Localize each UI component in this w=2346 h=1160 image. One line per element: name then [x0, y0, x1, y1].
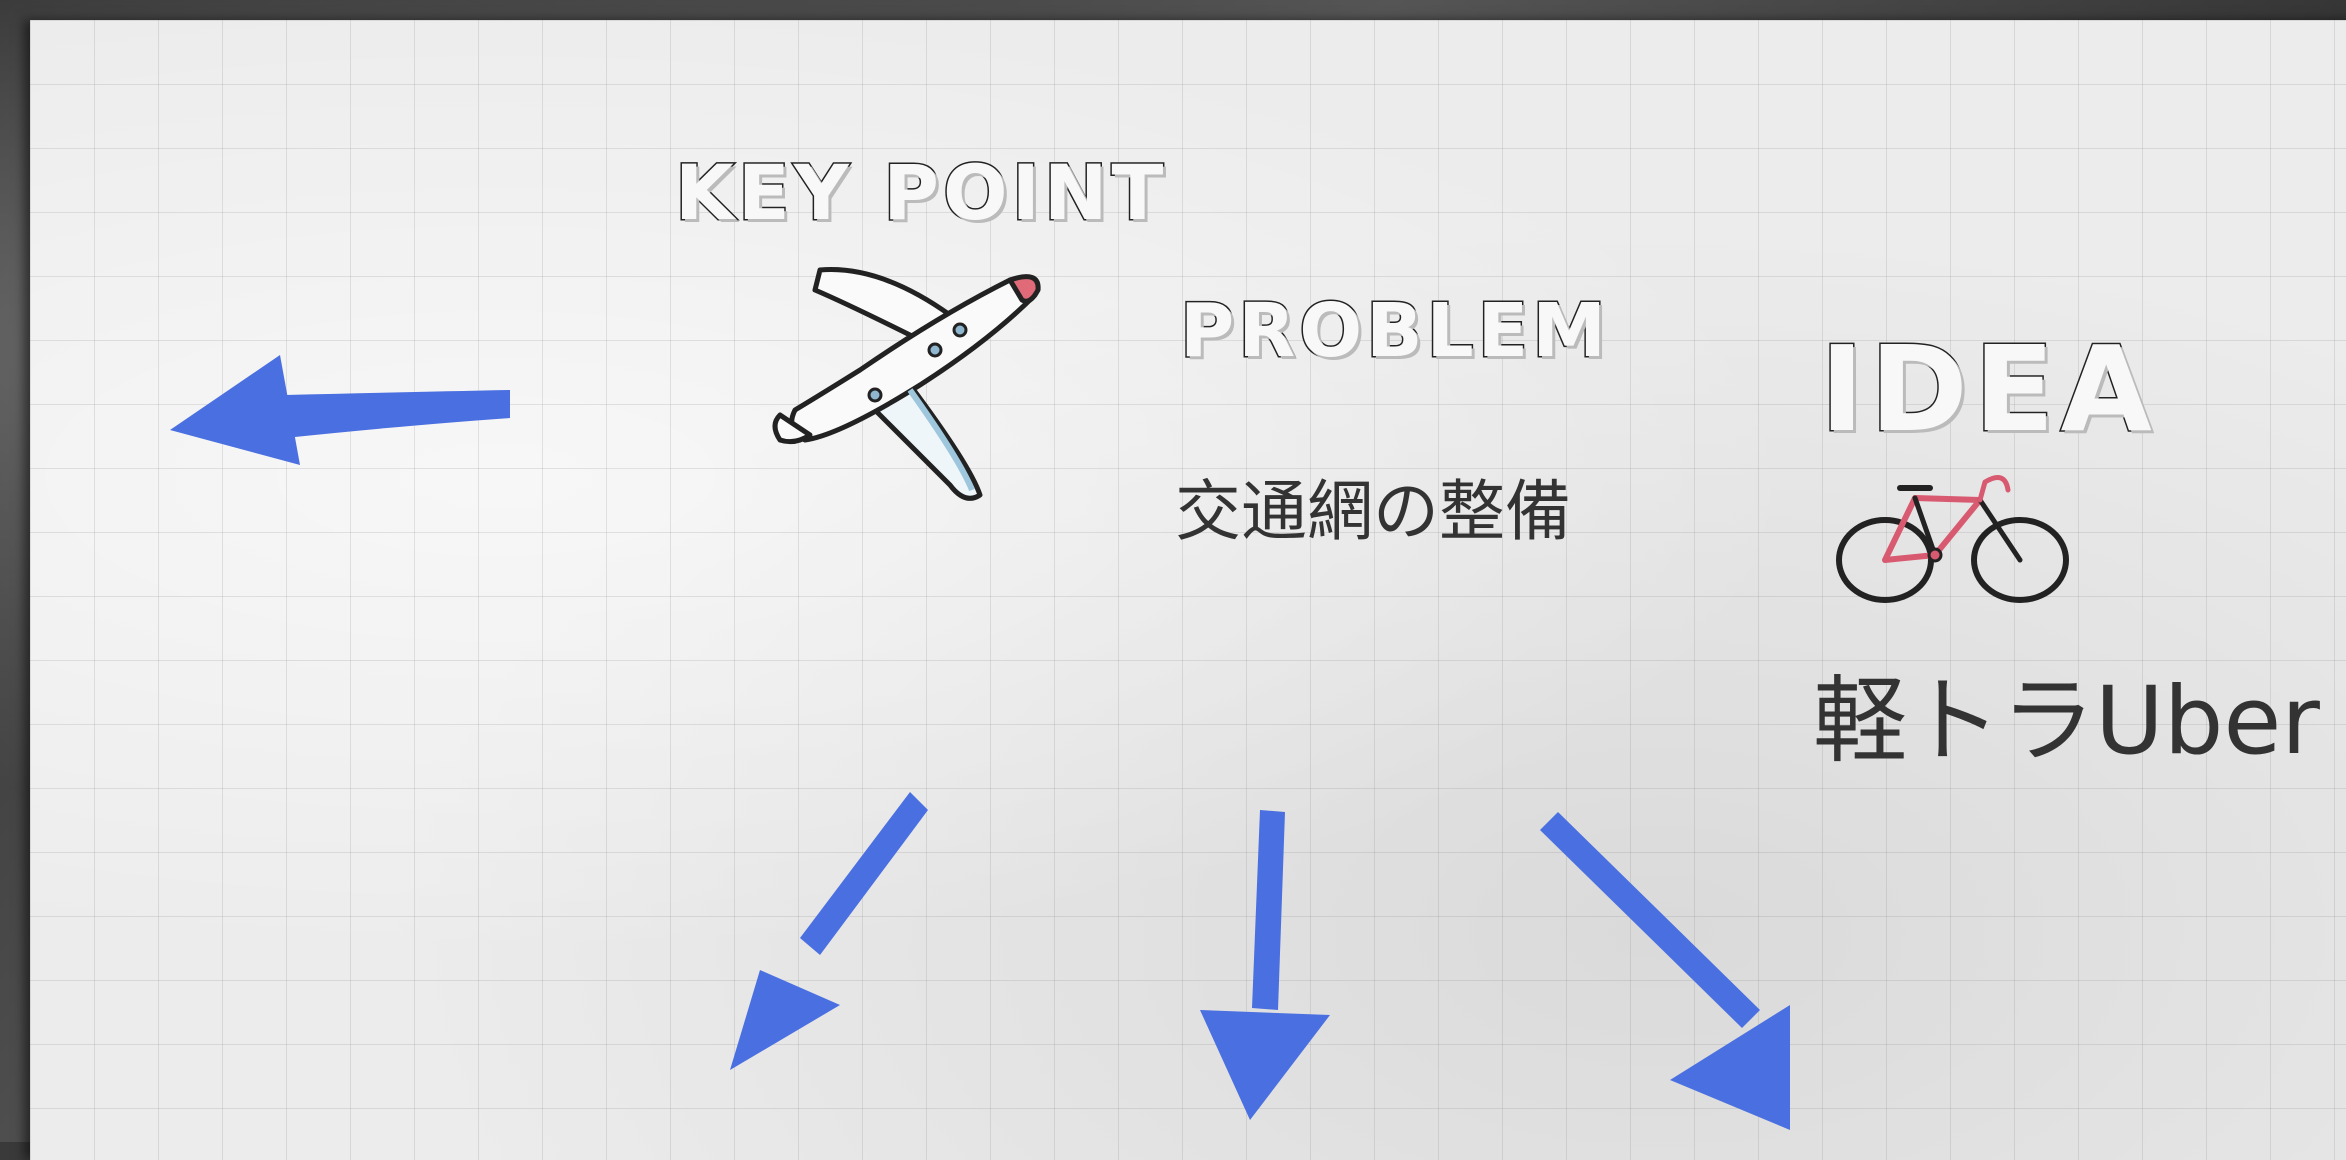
arrow-down-left-icon — [730, 792, 928, 1070]
problem-heading: PROBLEM — [1179, 287, 1610, 376]
arrow-down-icon — [1200, 810, 1330, 1120]
airplane-icon — [772, 267, 1041, 501]
arrow-down-right-icon — [1540, 812, 1790, 1130]
airplane-nose — [1007, 274, 1041, 304]
problem-detail-text: 交通網の整備 — [1175, 473, 1571, 550]
idea-heading: IDEA — [1819, 319, 2158, 460]
key-point-heading: KEY POINT — [673, 147, 1168, 239]
bicycle-icon — [1836, 475, 2069, 603]
arrow-left-icon — [170, 355, 510, 465]
idea-detail-text: 軽トラUber — [1813, 667, 2320, 776]
grid-paper-sheet: KEY POINT PROBLEM IDEA 交通網の整備 軽トラUber — [30, 20, 2346, 1160]
